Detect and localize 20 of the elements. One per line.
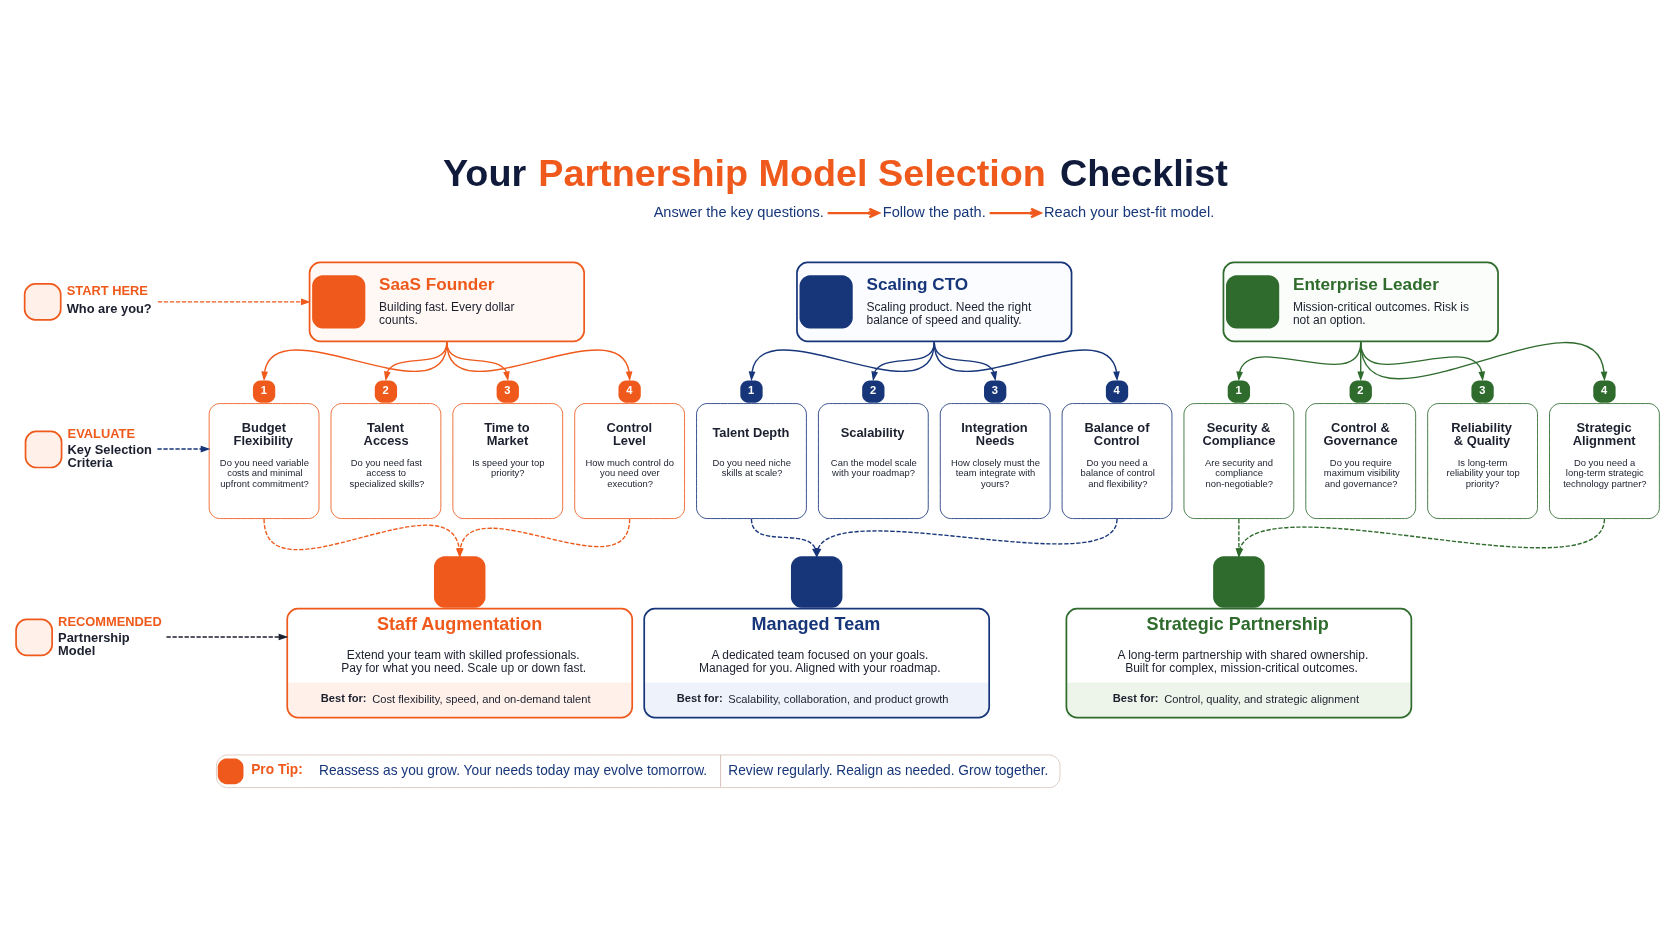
arrow: [748, 341, 935, 382]
arrow: [1360, 341, 1608, 382]
node-label: Who are you?: [66, 301, 152, 317]
arrow: [827, 207, 880, 219]
node-text: Follow the path.: [882, 204, 986, 221]
arrow: [165, 633, 289, 641]
node-label: EVALUATE: [67, 425, 135, 441]
arrow: [989, 207, 1042, 219]
node-label: Key Selection Criteria: [67, 442, 152, 471]
arrow: [933, 341, 1120, 382]
node-label: START HERE: [66, 283, 148, 299]
node-label: RECOMMENDED: [58, 613, 162, 629]
arrow: [871, 341, 935, 382]
node-text: Answer the key questions.: [653, 204, 824, 221]
arrow: [156, 445, 211, 453]
node-text: Reach your best-fit model.: [1044, 204, 1215, 221]
diagram-title: Your Partnership Model Selection Checklist: [442, 152, 1228, 195]
arrow: [157, 298, 311, 306]
arrow: [446, 341, 633, 382]
node-label: Partnership Model: [58, 630, 130, 658]
